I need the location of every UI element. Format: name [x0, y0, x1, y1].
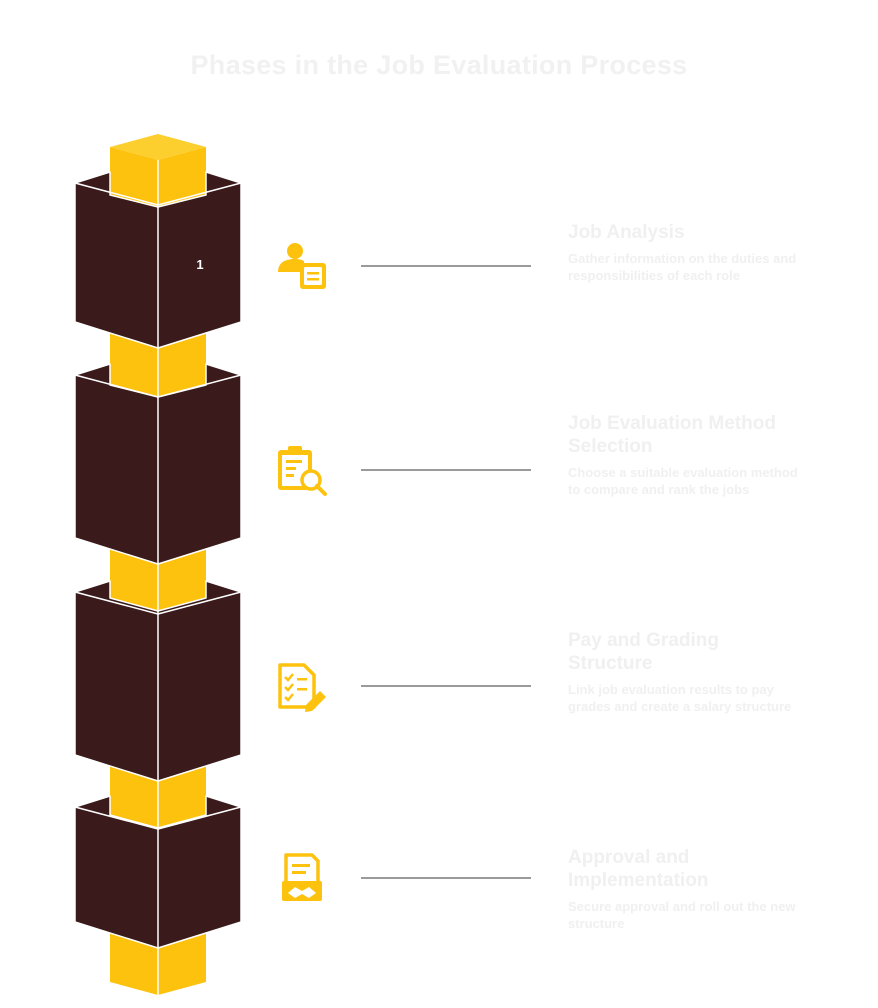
connector-line-1 [361, 265, 531, 267]
step-2-title: Job Evaluation Method Selection [568, 413, 776, 457]
clipboard-search-icon [276, 445, 328, 497]
yellow-block-2 [110, 548, 206, 611]
dark-box-2 [74, 363, 242, 565]
step-number-1: 1 [196, 257, 203, 272]
dark-box-1: 1 [74, 171, 242, 349]
step-1-title: Job Analysis [568, 222, 685, 243]
step-2-text: Job Evaluation Method Selection Choose a… [568, 412, 808, 498]
step-1-description: Gather information on the duties and res… [568, 251, 797, 283]
step-4-title: Approval and Implementation [568, 847, 709, 891]
step-3-description: Link job evaluation results to pay grade… [568, 682, 792, 714]
yellow-block-3 [110, 765, 206, 828]
yellow-block-top [110, 134, 206, 210]
connector-line-2 [361, 469, 531, 471]
step-2-description: Choose a suitable evaluation method to c… [568, 465, 798, 497]
checklist-edit-icon [276, 661, 328, 713]
step-3-title: Pay and Grading Structure [568, 630, 719, 674]
yellow-block-bottom [110, 930, 206, 995]
agreement-document-icon [276, 853, 328, 905]
step-4-text: Approval and Implementation Secure appro… [568, 846, 808, 932]
user-document-icon [276, 240, 328, 292]
step-1-text: Job Analysis Gather information on the d… [568, 221, 808, 284]
dark-box-3 [74, 580, 242, 782]
step-4-description: Secure approval and roll out the new str… [568, 899, 796, 931]
connector-line-4 [361, 877, 531, 879]
yellow-block-1 [110, 330, 206, 398]
step-3-text: Pay and Grading Structure Link job evalu… [568, 629, 808, 715]
dark-box-4 [74, 795, 242, 949]
connector-line-3 [361, 685, 531, 687]
page-title: Phases in the Job Evaluation Process [190, 50, 688, 80]
